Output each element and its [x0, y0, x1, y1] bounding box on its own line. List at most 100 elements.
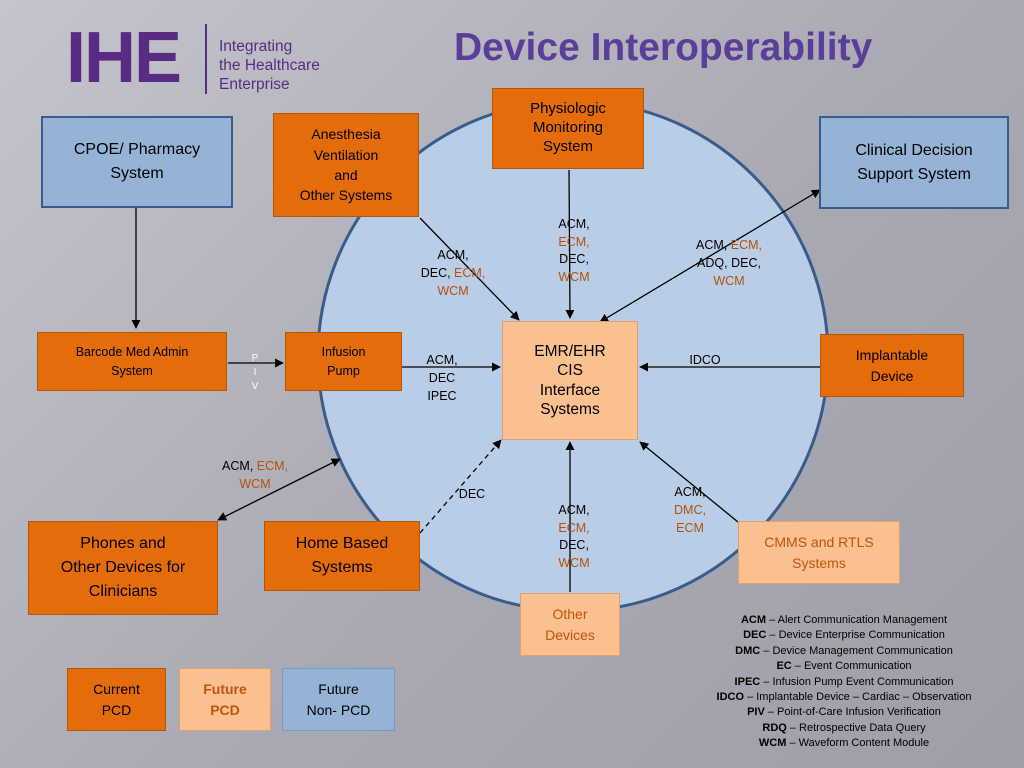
node-label: Ventilation	[313, 146, 379, 163]
legend-label: PCD	[210, 701, 240, 718]
arrow-physio-center	[565, 169, 575, 319]
glossary-text: – Device Management Communication	[760, 644, 953, 657]
node-label: Systems	[792, 554, 846, 571]
node-label: Physiologic	[530, 100, 606, 118]
edge-label-part: ACM,	[696, 238, 731, 252]
node-label: Clinical Decision	[855, 141, 973, 159]
glossary-text: – Device Enterprise Communication	[766, 629, 945, 642]
node-implantable-device: Implantable Device	[820, 334, 964, 397]
label-implantable-edge: IDCO	[689, 353, 721, 367]
glossary-abbr: PIV	[747, 706, 765, 719]
label-piv: P I V	[248, 352, 262, 394]
node-label: Support System	[857, 165, 971, 183]
node-cmms-rtls: CMMS and RTLS Systems	[738, 521, 900, 584]
node-phones-devices: Phones and Other Devices for Clinicians	[28, 521, 218, 615]
glossary-item: EC – Event Communication	[684, 659, 1004, 674]
edge-label-line: ACM, ECM,	[214, 457, 296, 475]
node-label: Pump	[327, 363, 360, 378]
edge-label-line: WCM	[558, 555, 590, 570]
edge-label-part: ECM,	[256, 459, 288, 473]
label-phones-edge: ACM, ECM, WCM	[214, 457, 296, 493]
glossary: ACM – Alert Communication Management DEC…	[684, 613, 1004, 752]
edge-label-line: ACM,	[558, 503, 590, 517]
legend-current-pcd: Current PCD	[67, 668, 166, 731]
node-cpoe-pharmacy: CPOE/ Pharmacy System	[41, 116, 233, 208]
glossary-item: ACM – Alert Communication Management	[684, 613, 1004, 628]
node-other-devices: Other Devices	[520, 593, 620, 656]
edge-label-line: DMC,	[674, 503, 706, 517]
glossary-abbr: IDCO	[716, 691, 745, 704]
node-label: Anesthesia	[311, 126, 381, 143]
node-emr-ehr: EMR/EHR CIS Interface Systems	[502, 321, 638, 440]
glossary-item: PIV – Point-of-Care Infusion Verificatio…	[684, 705, 1004, 720]
node-label: Other	[552, 606, 588, 623]
arrow-anesthesia-center	[419, 217, 520, 321]
label-anesthesia-edge: ACM, DEC, ECM, WCM	[412, 246, 494, 300]
node-infusion-pump: Infusion Pump	[285, 332, 402, 391]
glossary-abbr: RDQ	[762, 721, 787, 734]
legend-label: Current	[93, 681, 140, 698]
legend-future-non-pcd: Future Non- PCD	[282, 668, 395, 731]
edge-label-line: WCM	[713, 274, 745, 288]
logo-tagline-line: Enterprise	[219, 76, 290, 93]
node-label: Systems	[311, 559, 373, 576]
glossary-abbr: IPEC	[734, 675, 761, 688]
node-barcode-med-admin: Barcode Med Admin System	[37, 332, 227, 391]
edge-label-line: DEC,	[559, 252, 589, 266]
glossary-item: WCM – Waveform Content Module	[684, 736, 1004, 751]
node-label: System	[110, 165, 164, 182]
node-label: Infusion	[321, 345, 366, 360]
logo-tagline-line: Integrating	[219, 38, 293, 55]
node-label: Other Devices for	[60, 559, 186, 576]
glossary-text: – Waveform Content Module	[786, 737, 930, 750]
edge-label-line: ACM, ECM,	[686, 236, 772, 254]
edge-label-line: ECM	[676, 521, 704, 535]
node-label: Barcode Med Admin	[75, 345, 189, 360]
edge-label-line: ACM,	[558, 217, 590, 231]
edge-label-line: P	[251, 353, 259, 364]
edge-label-line: ECM,	[558, 234, 590, 249]
edge-label-line: ECM,	[558, 520, 590, 535]
node-label: System	[542, 137, 593, 155]
edge-label-line: ADQ, DEC,	[697, 256, 761, 270]
node-home-based-systems: Home Based Systems	[264, 521, 420, 591]
glossary-item: DMC – Device Management Communication	[684, 644, 1004, 659]
legend-label: Non- PCD	[306, 701, 371, 718]
glossary-abbr: DMC	[735, 644, 761, 657]
logo-tagline: Integrating the Healthcare Enterprise	[219, 37, 320, 94]
node-physiologic-monitoring: Physiologic Monitoring System	[492, 88, 644, 169]
arrow-cmms-center	[639, 441, 739, 523]
glossary-abbr: DEC	[743, 629, 767, 642]
edge-label-line: ACM,	[437, 248, 469, 262]
node-label: Implantable	[855, 347, 929, 364]
node-label: Other Systems	[299, 187, 393, 204]
node-label: Clinicians	[88, 583, 158, 600]
glossary-text: – Event Communication	[791, 660, 912, 673]
node-label: EMR/EHR	[534, 342, 606, 360]
label-physio-edge: ACM, ECM, DEC, WCM	[544, 216, 604, 286]
node-label: Systems	[540, 400, 600, 418]
glossary-abbr: WCM	[758, 737, 787, 750]
node-clinical-decision-support: Clinical Decision Support System	[819, 116, 1009, 209]
glossary-text: – Implantable Device – Cardiac – Observa…	[744, 691, 972, 704]
node-label: Devices	[545, 626, 595, 643]
glossary-abbr: ACM	[740, 614, 767, 626]
edge-label-line: WCM	[437, 284, 469, 298]
arrow-phones-link	[217, 458, 341, 521]
edge-label-part: DEC,	[420, 266, 455, 280]
glossary-item: IPEC – Infusion Pump Event Communication	[684, 675, 1004, 690]
page-title: Device Interoperability	[454, 26, 873, 69]
glossary-text: – Alert Communication Management	[766, 614, 948, 626]
node-label: Monitoring	[532, 119, 604, 137]
glossary-item: DEC – Device Enterprise Communication	[684, 628, 1004, 643]
edge-label-line: WCM	[239, 477, 271, 491]
node-label: CMMS and RTLS	[764, 534, 874, 551]
edge-label-line: V	[251, 381, 259, 392]
edge-label-line: DEC,	[559, 538, 589, 552]
node-label: Phones and	[80, 535, 166, 552]
glossary-text: – Point-of-Care Infusion Verification	[764, 706, 941, 719]
arrow-center-cds	[599, 189, 821, 323]
label-other-edge: ACM, ECM, DEC, WCM	[544, 502, 604, 572]
edge-label-line: WCM	[558, 269, 590, 284]
ihe-logo: IHE	[66, 18, 182, 98]
